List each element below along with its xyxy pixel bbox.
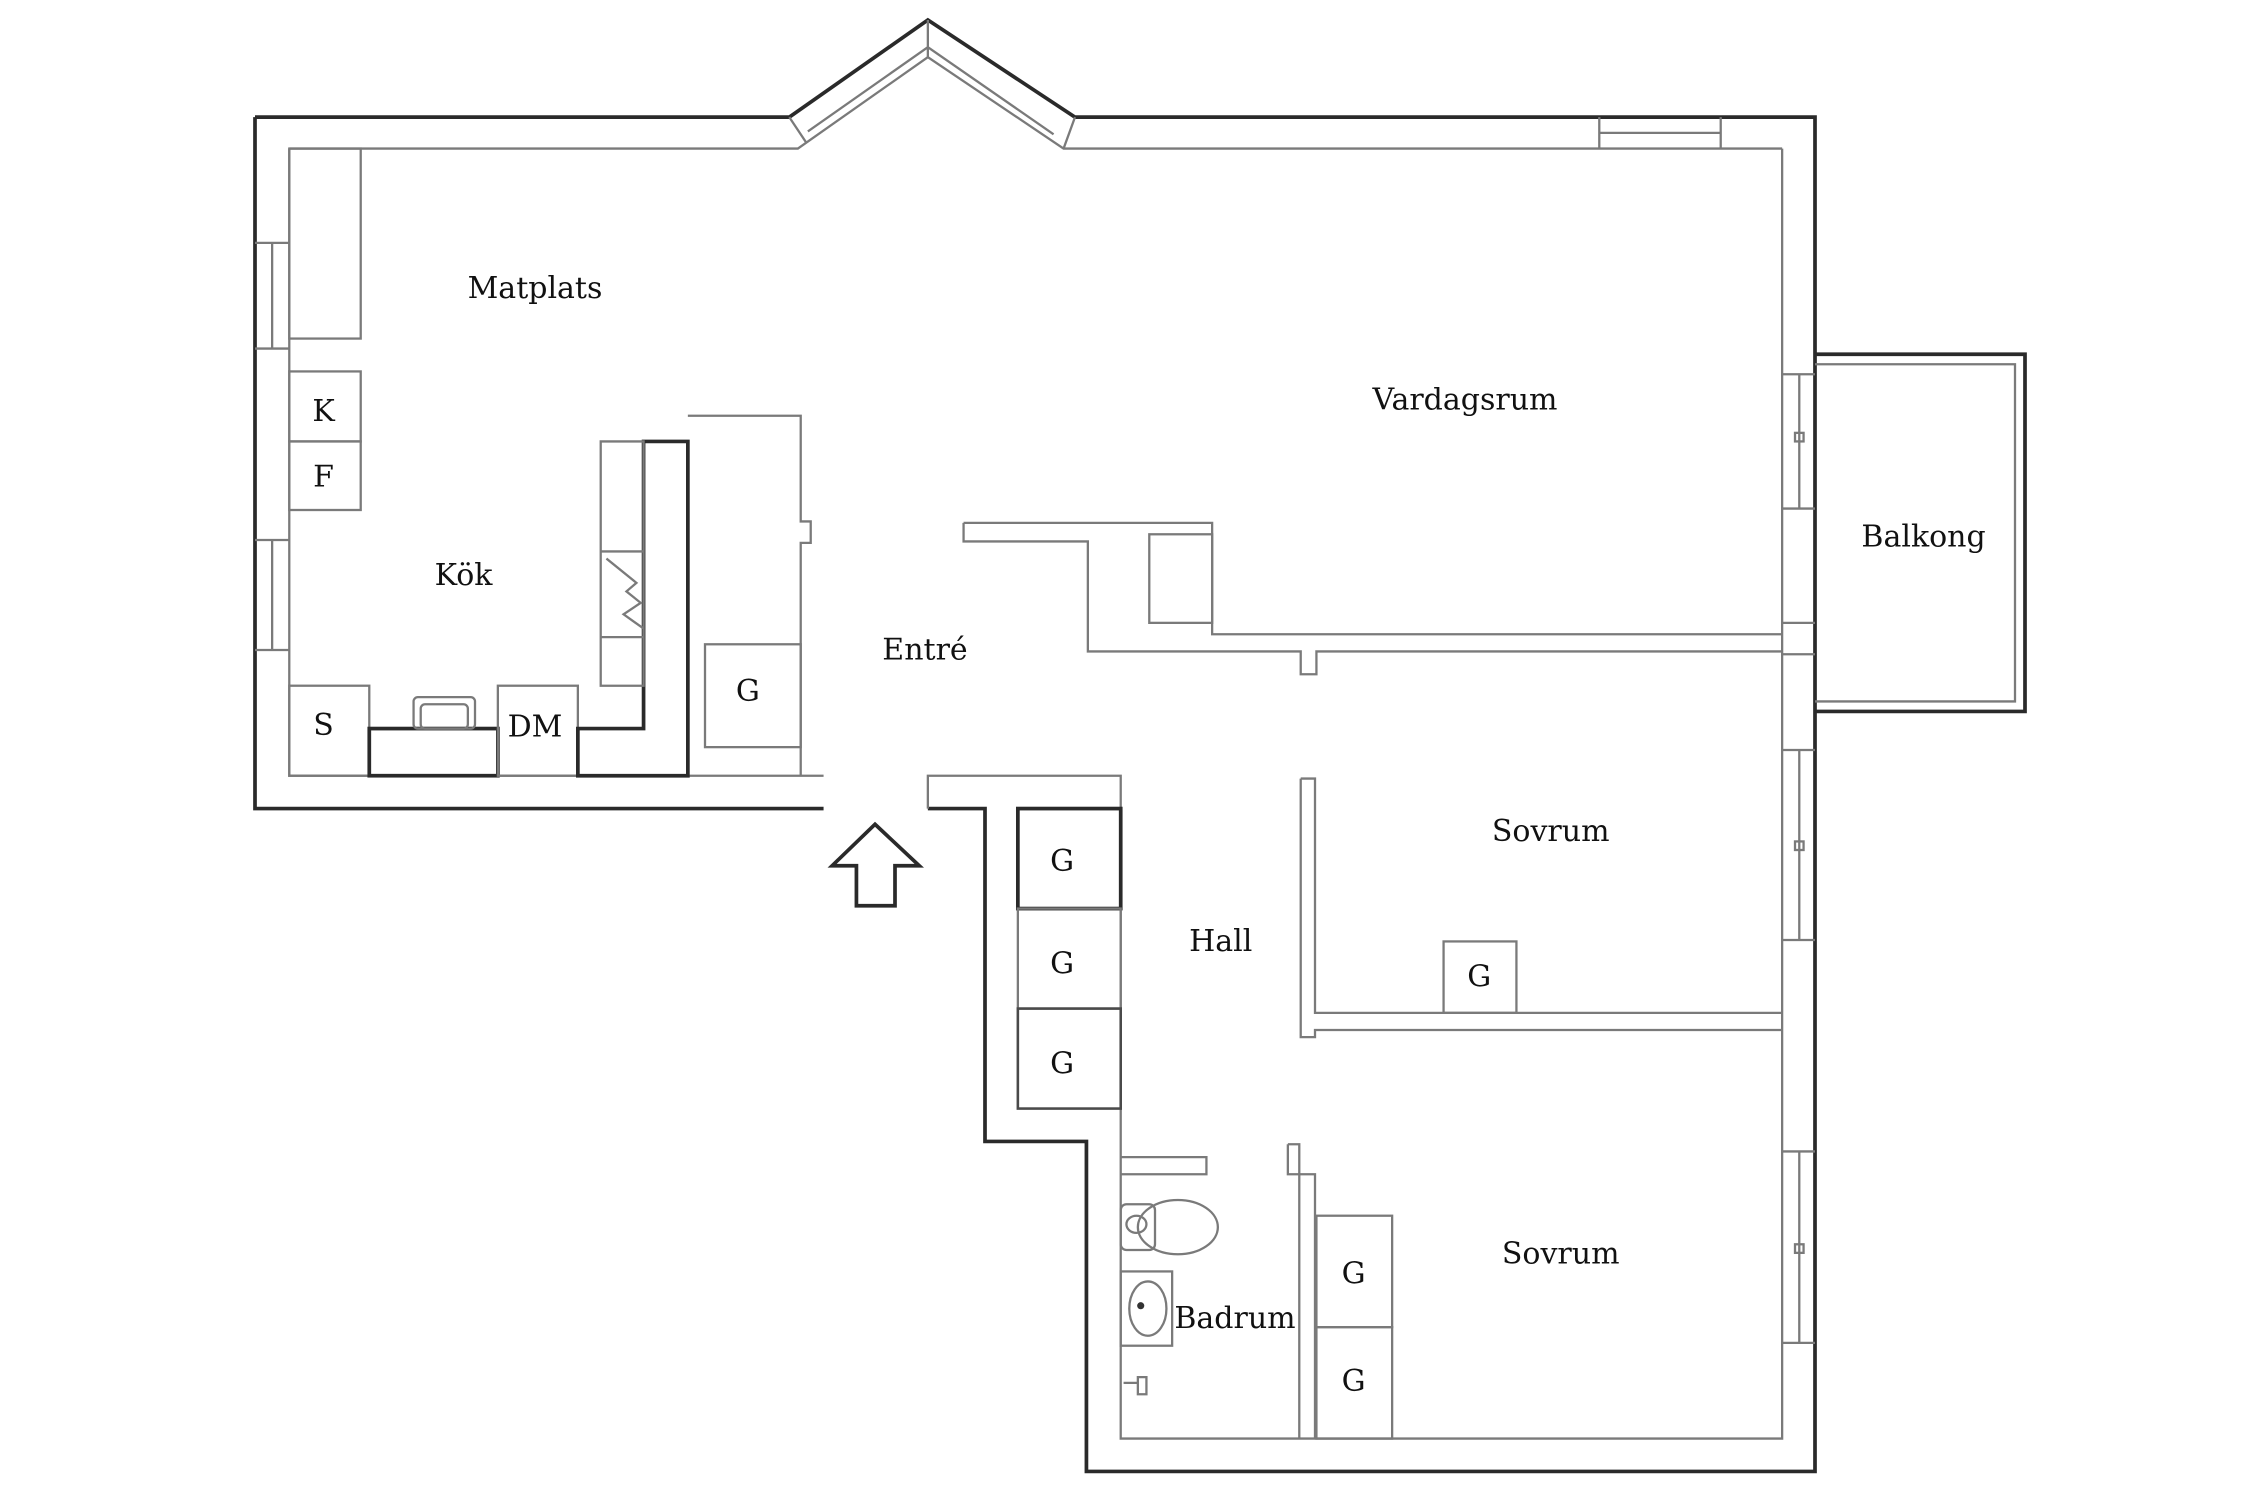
- fixture-label-g: G: [1050, 844, 1074, 879]
- fixture-label-g: G: [1467, 960, 1491, 995]
- kitchen-counter-upper: [288, 147, 362, 340]
- shower-icon: [1123, 1376, 1148, 1396]
- room-label-kok: Kök: [435, 558, 494, 593]
- room-label-entre: Entré: [882, 632, 967, 667]
- windows: [255, 20, 1815, 1344]
- fixture-label-dm: DM: [508, 710, 563, 745]
- room-labels: Matplats Vardagsrum Kök Entré Balkong Ha…: [312, 271, 1985, 1399]
- freezer-box: [288, 440, 362, 512]
- wardrobe-bedroom-1: [1442, 940, 1518, 1014]
- oven-mark: [605, 557, 645, 630]
- room-label-matplats: Matplats: [468, 271, 603, 306]
- fixture-label-g: G: [1342, 1257, 1366, 1292]
- balcony: [1815, 352, 2027, 714]
- fixture-label-s: S: [313, 708, 334, 743]
- toilet-icon: [1136, 1198, 1219, 1256]
- fixture-label-g: G: [736, 674, 760, 709]
- fixture-label-g: G: [1050, 1047, 1074, 1082]
- room-label-balkong: Balkong: [1861, 520, 1985, 555]
- kitchen-fixtures: [288, 147, 802, 778]
- entrance-arrow-icon: [827, 821, 924, 908]
- hall-wardrobes: [1016, 806, 1123, 1110]
- room-label-sovrum: Sovrum: [1492, 814, 1610, 849]
- fixture-label-g: G: [1050, 947, 1074, 982]
- room-label-vardagsrum: Vardagsrum: [1372, 382, 1558, 417]
- room-label-hall: Hall: [1189, 924, 1252, 959]
- room-label-sovrum: Sovrum: [1502, 1237, 1620, 1272]
- sink-counter: [367, 726, 500, 778]
- washbasin-icon: [1119, 1270, 1174, 1347]
- wardrobe-bedroom-2b: [1315, 1326, 1394, 1440]
- fixture-label-k: K: [312, 394, 335, 429]
- fixture-label-g: G: [1342, 1364, 1366, 1399]
- bathroom-fixtures: [1119, 1198, 1219, 1396]
- sink-icon: [412, 696, 477, 730]
- chimney: [1148, 533, 1214, 624]
- fixture-label-f: F: [313, 460, 334, 495]
- room-label-badrum: Badrum: [1174, 1301, 1295, 1336]
- wardrobe-entre: [703, 643, 802, 749]
